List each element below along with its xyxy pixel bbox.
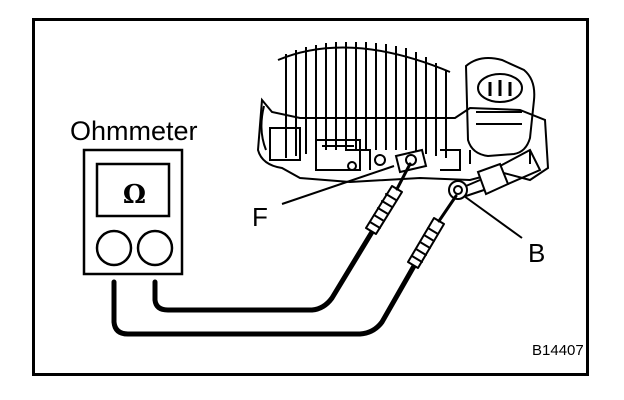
test-leads: [111, 162, 458, 337]
connector: [464, 57, 536, 164]
lead-wire-b: [111, 263, 417, 337]
leader-f: [281, 165, 395, 205]
ohmmeter: [82, 148, 184, 276]
ohmmeter-display: [95, 162, 171, 218]
ohmmeter-jack-left: [95, 229, 133, 267]
ohmmeter-body: [82, 148, 184, 276]
lead-wire-f: [152, 229, 375, 313]
regulator-base: [256, 97, 550, 184]
regulator-assembly: [256, 42, 550, 200]
probe-f: [365, 162, 412, 235]
ohmmeter-jack-right: [136, 229, 174, 267]
leader-lines: [281, 165, 523, 239]
figure-code: B14407: [532, 342, 584, 359]
leader-b: [463, 195, 523, 239]
cooling-fins: [277, 42, 451, 158]
callout-f: F: [252, 202, 268, 232]
figure-frame: [32, 18, 589, 376]
terminal-f: [394, 148, 428, 174]
ohm-symbol: Ω: [122, 180, 147, 210]
callout-b: B: [528, 238, 546, 268]
probe-b: [407, 194, 458, 269]
ohmmeter-title: Ohmmeter: [70, 116, 198, 146]
terminal-b: [448, 148, 542, 200]
